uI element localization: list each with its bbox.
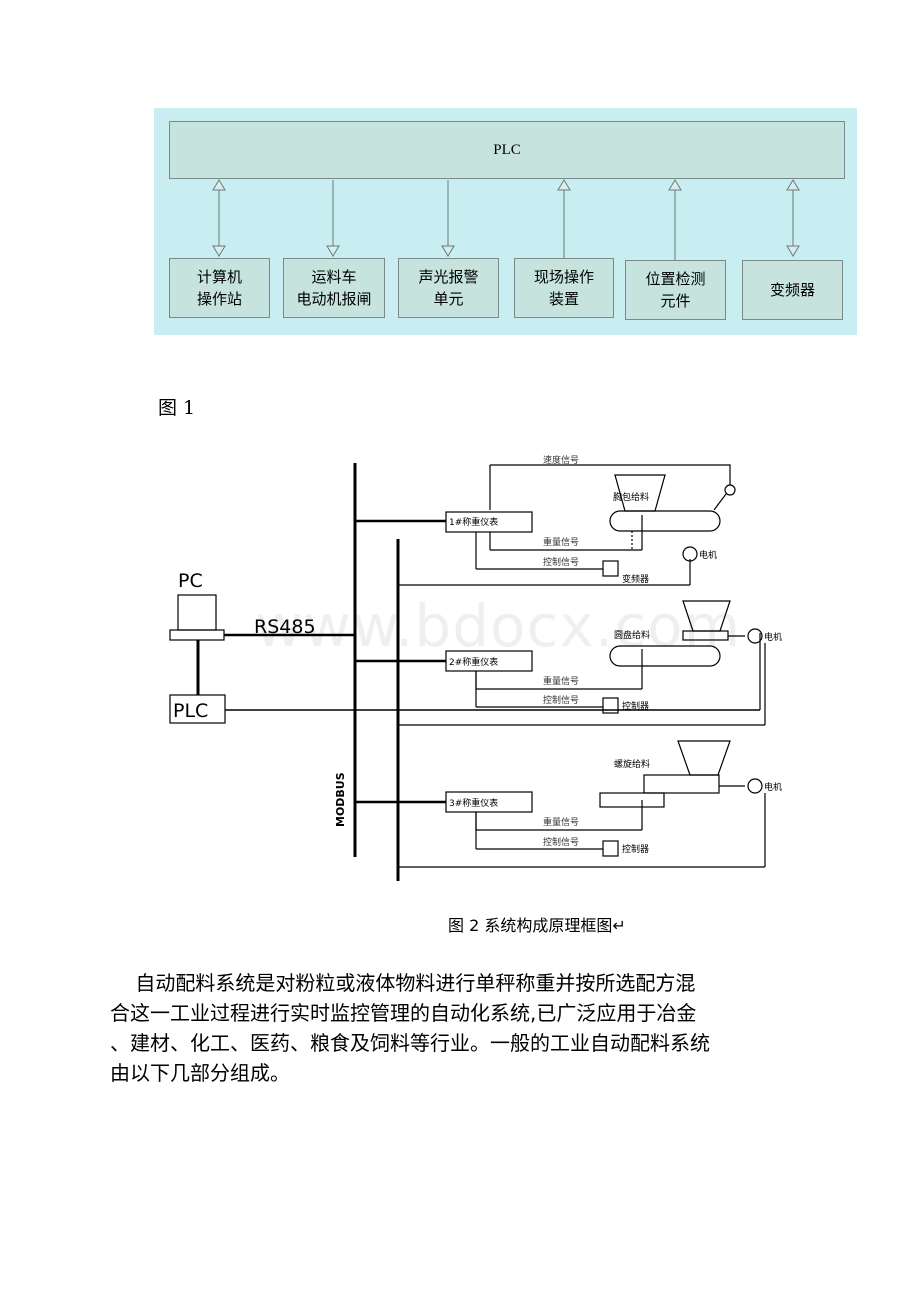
feeder1-control-signal: 控制信号 [543,556,579,568]
feeder2-weight-signal: 重量信号 [543,675,579,687]
feeder3-control-signal: 控制信号 [543,836,579,848]
position-detection-box: 位置检测 元件 [625,260,726,320]
feeder1-feeder-type: 胸包给料 [613,491,649,503]
pc-label: PC [178,570,203,592]
feeder2-control-signal: 控制信号 [543,694,579,706]
figure-1-caption: 图 1 [158,397,196,419]
body-paragraph: 自动配料系统是对粉粒或液体物料进行单秤称重并按所选配方混 合这一工业过程进行实时… [110,968,812,1088]
inverter-box: 变频器 [742,260,843,320]
paragraph-line: 合这一工业过程进行实时监控管理的自动化系统,已广泛应用于冶金 [110,1001,697,1025]
figure-2-caption: 图 2 系统构成原理框图↵ [448,916,626,935]
cart-motor-brake-box: 运料车 电动机报闸 [283,258,385,318]
alarm-unit-box: 声光报警 单元 [398,258,499,318]
feeder1-inverter: 变频器 [622,573,649,585]
figure-1-block-diagram: PLC 计算机 操作站 运料车 电动机报闸 声光报警 单元 现场操作 装置 位置… [154,108,857,335]
feeder3-feeder-type: 螺旋给料 [614,758,650,770]
feeder1-weight-signal: 重量信号 [543,536,579,548]
feeder3-meter: 3#称重仪表 [449,797,498,809]
field-operation-box: 现场操作 装置 [514,258,614,318]
paragraph-line: 由以下几部分组成。 [110,1061,290,1085]
plc-label: PLC [173,700,208,722]
rs485-label: RS485 [254,616,316,638]
figure-1-connectors [212,179,800,260]
figure-2-system-diagram: PC RS485 PLC MODBUS 1#称重仪表 速度信号 重量信号 控制信… [169,455,782,881]
modbus-label: MODBUS [334,772,347,827]
computer-station-box: 计算机 操作站 [169,258,270,318]
feeder3-controller: 控制器 [622,843,649,855]
feeder2-motor: 电机 [764,631,782,643]
watermark-text: www.bdocx.com [255,592,742,660]
feeder2-feeder-type: 圆盘给料 [614,629,650,641]
plc-bar: PLC [169,121,845,179]
feeder1-meter: 1#称重仪表 [449,516,498,528]
feeder1-motor: 电机 [699,549,717,561]
feeder3-weight-signal: 重量信号 [543,816,579,828]
feeder3-motor: 电机 [764,781,782,793]
feeder1-speed-signal: 速度信号 [543,455,579,466]
paragraph-line: 自动配料系统是对粉粒或液体物料进行单秤称重并按所选配方混 [110,971,696,995]
paragraph-line: 、建材、化工、医药、粮食及饲料等行业。一般的工业自动配料系统 [110,1031,710,1055]
feeder2-meter: 2#称重仪表 [449,656,498,668]
feeder2-controller: 控制器 [622,700,649,712]
